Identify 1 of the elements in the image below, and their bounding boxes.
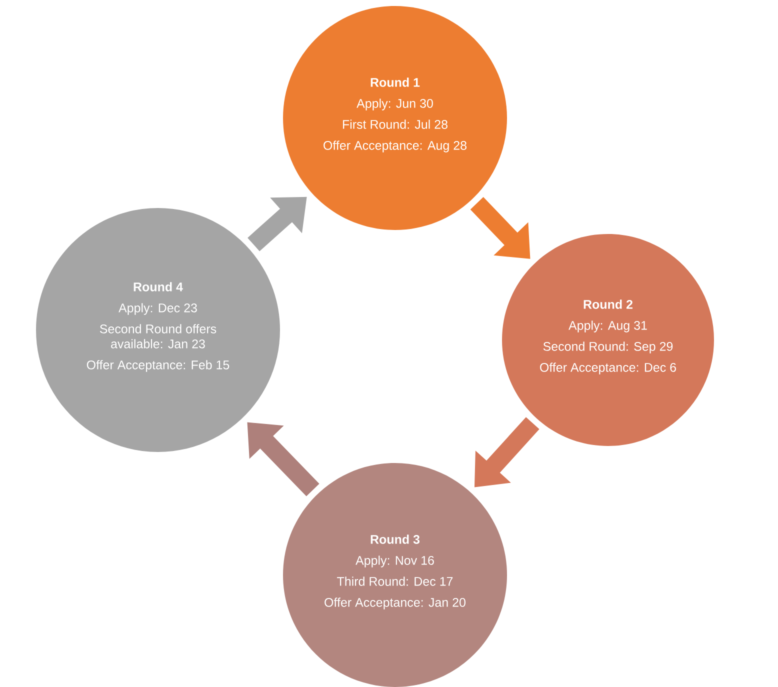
block-arrow	[470, 197, 530, 259]
